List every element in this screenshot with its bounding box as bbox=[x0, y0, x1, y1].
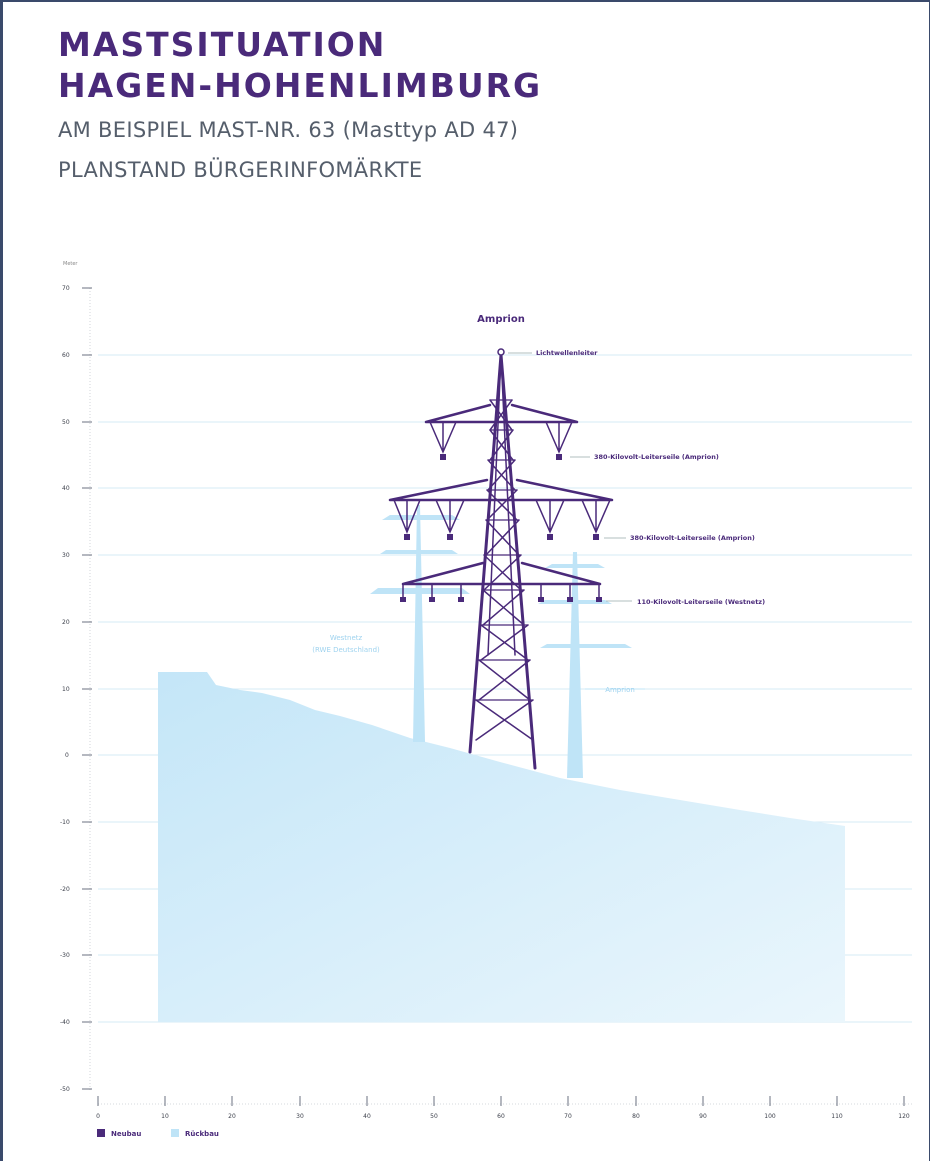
y-tick-neg10: -10 bbox=[60, 819, 70, 826]
operator-label: Amprion bbox=[477, 314, 525, 325]
fiber-label: Lichtwellenleiter bbox=[536, 349, 598, 357]
subtitle-status: PLANSTAND BÜRGERINFOMÄRKTE bbox=[58, 158, 423, 182]
y-tick-20: 20 bbox=[62, 619, 70, 626]
old-mast-westnetz bbox=[370, 505, 470, 742]
y-tick-40: 40 bbox=[62, 485, 70, 492]
old-mast-right-label: Amprion bbox=[605, 686, 635, 694]
y-tick-30: 30 bbox=[62, 552, 70, 559]
y-tick-neg20: -20 bbox=[60, 886, 70, 893]
y-axis: Meter 70 60 50 40 30 20 10 0 -10 -20 -30… bbox=[60, 261, 92, 1093]
x-tick-80: 80 bbox=[632, 1113, 640, 1120]
old-mast-left-label-1: Westnetz bbox=[330, 634, 363, 642]
y-tick-70: 70 bbox=[62, 285, 70, 292]
x-tick-40: 40 bbox=[363, 1113, 371, 1120]
legend-old-label: Rückbau bbox=[185, 1130, 219, 1138]
x-tick-0: 0 bbox=[96, 1113, 100, 1120]
x-tick-110: 110 bbox=[831, 1113, 843, 1120]
page-title: MASTSITUATION HAGEN-HOHENLIMBURG bbox=[58, 24, 542, 106]
y-tick-neg40: -40 bbox=[60, 1019, 70, 1026]
y-tick-10: 10 bbox=[62, 686, 70, 693]
legend: Neubau Rückbau bbox=[97, 1129, 219, 1138]
insulators bbox=[400, 454, 602, 602]
cond-380-mid-label: 380-Kilovolt-Leiterseile (Amprion) bbox=[630, 534, 755, 542]
old-mast-left-label-2: (RWE Deutschland) bbox=[312, 646, 380, 654]
legend-old-swatch bbox=[171, 1129, 179, 1137]
y-tick-neg50: -50 bbox=[60, 1086, 70, 1093]
y-tick-neg30: -30 bbox=[60, 952, 70, 959]
x-tick-70: 70 bbox=[564, 1113, 572, 1120]
old-mast-amprion bbox=[538, 552, 632, 778]
x-tick-100: 100 bbox=[764, 1113, 776, 1120]
subtitle-mast: AM BEISPIEL MAST-NR. 63 (Masttyp AD 47) bbox=[58, 118, 519, 142]
x-axis: 0 10 20 30 40 50 60 70 80 90 100 110 120 bbox=[96, 1096, 912, 1120]
new-mast-amprion bbox=[388, 348, 614, 770]
title-line-2: HAGEN-HOHENLIMBURG bbox=[58, 66, 543, 105]
x-tick-120: 120 bbox=[898, 1113, 910, 1120]
x-tick-90: 90 bbox=[699, 1113, 707, 1120]
terrain-profile bbox=[158, 672, 845, 1022]
x-tick-10: 10 bbox=[161, 1113, 169, 1120]
title-line-1: MASTSITUATION bbox=[58, 25, 387, 64]
x-tick-30: 30 bbox=[296, 1113, 304, 1120]
legend-new-label: Neubau bbox=[111, 1130, 141, 1138]
cond-380-top-label: 380-Kilovolt-Leiterseile (Amprion) bbox=[594, 453, 719, 461]
y-tick-0: 0 bbox=[65, 752, 69, 759]
x-tick-50: 50 bbox=[430, 1113, 438, 1120]
y-tick-60: 60 bbox=[62, 352, 70, 359]
legend-new-swatch bbox=[97, 1129, 105, 1137]
y-axis-unit: Meter bbox=[63, 261, 78, 267]
x-tick-60: 60 bbox=[497, 1113, 505, 1120]
x-tick-20: 20 bbox=[228, 1113, 236, 1120]
cond-110-label: 110-Kilovolt-Leiterseile (Westnetz) bbox=[637, 598, 765, 606]
y-tick-50: 50 bbox=[62, 419, 70, 426]
